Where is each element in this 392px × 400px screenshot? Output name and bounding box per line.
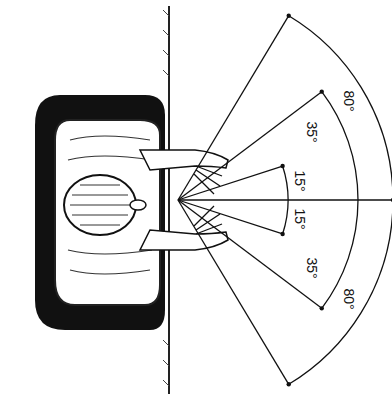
angle-label: 15° [293, 208, 307, 231]
visual-field-fan [178, 14, 392, 387]
angle-label: 35° [305, 120, 319, 143]
angle-label: 80° [342, 89, 356, 112]
ray-end-dot [391, 198, 392, 202]
sight-ray [178, 200, 322, 308]
angle-label: 80° [342, 287, 356, 310]
chair-back [35, 95, 165, 330]
sight-ray [178, 200, 289, 384]
head [64, 175, 136, 235]
desk-edge [168, 6, 170, 394]
sight-ray [178, 199, 392, 200]
sight-ray [178, 16, 289, 200]
nose [130, 200, 146, 210]
torso-shading [68, 136, 152, 274]
arm-upper [140, 150, 228, 170]
hair-hatching [70, 185, 130, 225]
angle-label: 15° [293, 169, 307, 192]
sight-ray [178, 166, 283, 200]
arm-lower [140, 230, 228, 250]
torso [55, 120, 160, 305]
sight-ray [178, 92, 322, 200]
angle-arc [289, 16, 392, 385]
angle-arc [283, 166, 288, 234]
angle-arc [322, 92, 358, 309]
sight-ray [178, 200, 283, 234]
angle-label: 35° [305, 257, 319, 280]
